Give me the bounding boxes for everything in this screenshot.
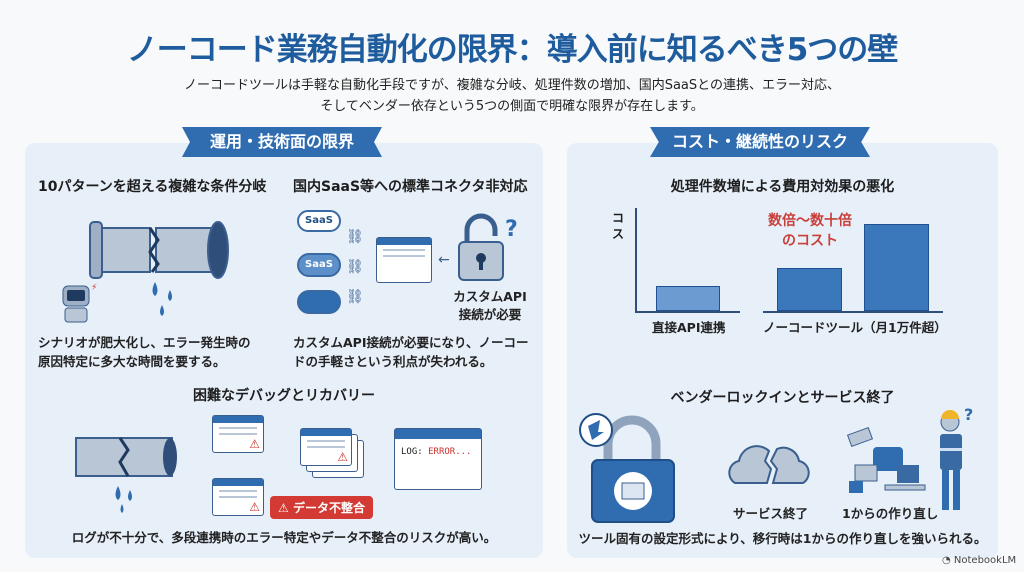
chain-link-icons: ⛓⛓⛓: [346, 229, 364, 305]
saas-cloud-1: SaaS: [297, 210, 341, 232]
branching-desc-2: 原因特定に多大な時間を要する。: [38, 354, 226, 369]
error-window-icon-2: ⚠: [212, 478, 264, 516]
connector-desc-1: カスタムAPI接続が必要になり、ノーコー: [293, 335, 529, 350]
stacked-error-window-icon: ⚠: [300, 428, 352, 466]
broken-cloud-icon: [728, 445, 810, 484]
chart-ylabel: コス: [612, 211, 625, 241]
cost-annotation: 数倍〜数十倍のコスト: [755, 211, 865, 251]
section-heading-lockin: ベンダーロックインとサービス終了: [670, 390, 895, 406]
category-label-nocode: ノーコードツール（月1万件超）: [763, 320, 947, 335]
debugging-desc: ログが不十分で、多段連携時のエラー特定やデータ不整合のリスクが高い。: [71, 530, 497, 545]
left-banner: 運用・技術面の限界: [182, 127, 382, 157]
footer-label: NotebookLM: [953, 555, 1017, 566]
right-banner: コスト・継続性のリスク: [650, 127, 870, 157]
custom-api-label-1: カスタムAPI: [453, 289, 527, 304]
section-heading-connector: 国内SaaS等への標準コネクタ非対応: [293, 179, 528, 195]
vendor-lock-icon: [579, 413, 675, 523]
broken-pipe-icon: [89, 221, 229, 316]
branching-desc-1: シナリオが肥大化し、エラー発生時の: [38, 335, 251, 350]
error-window-icon: ⚠: [212, 415, 264, 453]
chart-y-axis: [635, 208, 637, 312]
cost-annotation-2: のコスト: [782, 233, 838, 249]
log-error-text: ERROR...: [428, 447, 472, 457]
log-window: LOG: ERROR...: [394, 428, 482, 490]
chart-bar-2: [777, 267, 842, 311]
robot-icon: ⚡: [62, 283, 97, 323]
rebuild-label: 1からの作り直し: [842, 506, 939, 521]
worker-icon: ?: [940, 408, 973, 510]
service-end-label: サービス終了: [733, 506, 809, 521]
notebooklm-watermark: ◔ NotebookLM: [942, 555, 1017, 566]
chart-x-axis-2: [763, 311, 943, 313]
subtitle-line-2: そしてベンダー依存という5つの側面で明確な限界が存在します。: [320, 99, 704, 114]
section-heading-cost: 処理件数増による費用対効果の悪化: [670, 179, 895, 195]
cost-annotation-1: 数倍〜数十倍: [768, 213, 852, 229]
data-mismatch-badge: ⚠ データ不整合: [270, 496, 373, 519]
chart-bar-1: [656, 285, 720, 311]
rubble-pieces-icon: [846, 426, 926, 493]
log-prefix: LOG:: [401, 447, 423, 457]
cloud-icon: [297, 290, 341, 314]
section-heading-debugging: 困難なデバッグとリカバリー: [193, 388, 375, 404]
app-window-icon: [376, 237, 432, 283]
chart-x-axis-1: [635, 311, 740, 313]
svg-text:⚡: ⚡: [91, 283, 97, 293]
subtitle-line-1: ノーコードツールは手軽な自動化手段ですが、複雑な分岐、処理件数の増加、国内Saa…: [183, 78, 841, 93]
data-mismatch-label: データ不整合: [292, 501, 365, 515]
custom-api-label: カスタムAPI 接続が必要: [445, 288, 535, 324]
section-heading-branching: 10パターンを超える複雑な条件分岐: [38, 179, 267, 195]
category-label-direct: 直接API連携: [652, 320, 726, 335]
saas-cloud-2: SaaS: [297, 253, 341, 277]
page-title: ノーコード業務自動化の限界：導入前に知るべき5つの壁: [126, 32, 899, 68]
custom-api-label-2: 接続が必要: [458, 307, 522, 322]
chart-bar-3: [864, 224, 929, 311]
lockin-desc: ツール固有の設定形式により、移行時は1からの作り直しを強いられる。: [578, 531, 987, 546]
svg-text:?: ?: [505, 217, 518, 242]
unlocked-padlock-icon: ?: [458, 213, 518, 281]
broken-pipe-small-icon: [75, 437, 177, 513]
svg-text:?: ?: [964, 408, 973, 424]
arrow-left-icon: ←: [438, 252, 450, 268]
connector-desc-2: ドの手軽さという利点が失われる。: [293, 354, 493, 369]
